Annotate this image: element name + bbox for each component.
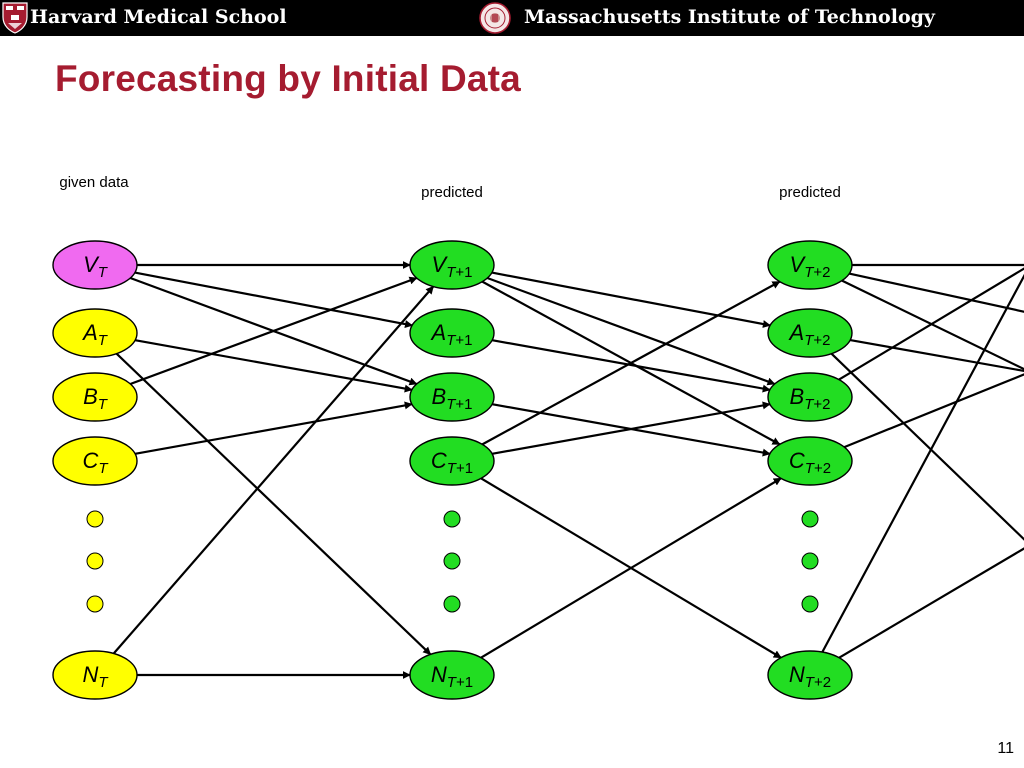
node-label-V2: VT+2 [790,252,831,281]
node-label-N1: NT+1 [431,662,473,691]
offpage-edge-B2-5 [838,267,1024,381]
node-label-CT: CT [82,448,109,477]
node-AT: AT [52,308,138,358]
node-ellipse-B1 [409,372,495,422]
ellipsis-dot-col0-1 [86,552,104,570]
node-ellipse-A2 [767,308,853,358]
edge-VT-to-A1 [134,271,413,328]
ellipsis-dot-col1-1 [443,552,461,570]
node-label-AT: AT [81,320,109,349]
node-C2: CT+2 [767,436,853,486]
ellipsis-dot-col2-0 [801,510,819,528]
harvard-institution-name: Harvard Medical School [30,6,287,28]
offpage-edge-A2-3 [849,339,1024,373]
offpage-edge-N2-8 [838,547,1024,659]
node-label-A1: AT+1 [430,320,473,349]
node-ellipse-N1 [409,650,495,700]
node-V1: VT+1 [409,240,495,290]
node-CT: CT [52,436,138,486]
node-ellipse-C1 [409,436,495,486]
node-N1: NT+1 [409,650,495,700]
page-number: 11 [997,740,1014,757]
ellipsis-dot-col2-1 [801,552,819,570]
node-BT: BT [52,372,138,422]
node-B2: BT+2 [767,372,853,422]
node-ellipse-N2 [767,650,853,700]
node-label-B2: BT+2 [790,384,831,413]
offpage-edge-V2-2 [841,279,1024,371]
node-label-NT: NT [82,662,109,691]
ellipsis-dot-col0-2 [86,595,104,613]
harvard-shield-icon [2,2,28,34]
node-label-N2: NT+2 [789,662,831,691]
edge-N1-to-C2 [480,477,782,659]
node-NT: NT [52,650,138,700]
edge-CT-to-B1 [134,401,413,455]
edge-NT-to-V1 [112,285,435,655]
offpage-edge-A2-4 [830,352,1024,541]
node-label-C2: CT+2 [789,448,831,477]
node-ellipse-VT [52,240,138,290]
header-bar [0,0,1024,36]
node-A1: AT+1 [409,308,495,358]
node-VT: VT [52,240,138,290]
given-data-label: given data [59,174,129,191]
predicted-label-2: predicted [779,184,841,201]
node-ellipse-NT [52,650,138,700]
mit-seal-icon [479,2,511,34]
slide-title: Forecasting by Initial Data [55,58,521,99]
node-ellipse-C2 [767,436,853,486]
offpage-edge-N2-7 [821,273,1024,653]
edge-BT-to-V1 [129,276,418,386]
node-label-VT: VT [83,252,109,281]
node-label-BT: BT [83,384,109,413]
edge-V1-to-A2 [491,271,771,328]
node-label-V1: VT+1 [432,252,473,281]
node-B1: BT+1 [409,372,495,422]
node-ellipse-A1 [409,308,495,358]
ellipsis-dot-col1-0 [443,510,461,528]
edge-AT-to-B1 [134,339,413,393]
offpage-edge-C2-6 [843,373,1024,449]
ellipsis-dot-col2-2 [801,595,819,613]
node-label-A2: AT+2 [788,320,831,349]
node-ellipse-AT [52,308,138,358]
predicted-label-1: predicted [421,184,483,201]
node-ellipse-V2 [767,240,853,290]
node-ellipse-B2 [767,372,853,422]
edge-V1-to-B2 [486,276,776,386]
offpage-edge-V2-1 [848,272,1024,313]
ellipsis-dot-col0-0 [86,510,104,528]
node-ellipse-V1 [409,240,495,290]
node-C1: CT+1 [409,436,495,486]
edge-A1-to-B2 [491,339,771,393]
ellipsis-dot-col1-2 [443,595,461,613]
node-label-C1: CT+1 [431,448,473,477]
node-V2: VT+2 [767,240,853,290]
edge-AT-to-N1 [115,352,432,656]
node-ellipse-CT [52,436,138,486]
edge-C1-to-V2 [481,280,781,446]
node-N2: NT+2 [767,650,853,700]
node-A2: AT+2 [767,308,853,358]
node-ellipse-BT [52,372,138,422]
node-label-B1: BT+1 [432,384,473,413]
mit-institution-name: Massachusetts Institute of Technology [524,6,935,28]
edge-C1-to-B2 [491,401,771,455]
